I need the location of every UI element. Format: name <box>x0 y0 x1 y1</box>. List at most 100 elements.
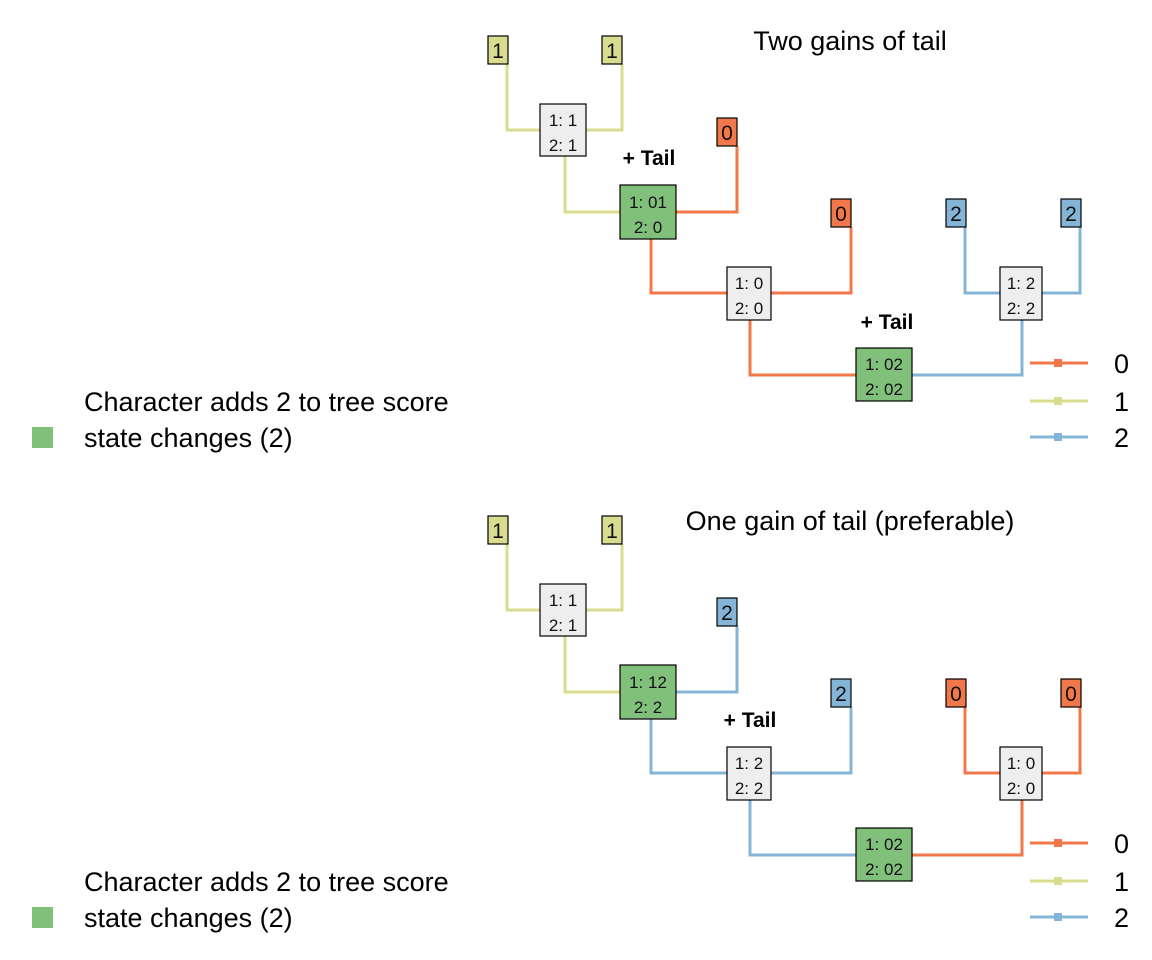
branch <box>586 64 624 132</box>
branch <box>748 320 856 377</box>
branch <box>563 636 620 694</box>
svg-text:1: 2: 1: 2 <box>735 754 763 773</box>
branch <box>771 707 853 775</box>
svg-text:2: 1: 2: 1 <box>549 616 577 635</box>
branch <box>912 320 1024 377</box>
svg-text:2: 2: 2: 2 <box>634 698 662 717</box>
svg-text:2: 0: 2: 0 <box>1007 779 1035 798</box>
leaf: 0 <box>716 117 738 147</box>
score-label: Character adds 2 to tree score state cha… <box>32 867 449 933</box>
branch <box>912 800 1024 857</box>
leaf: 2 <box>945 198 967 228</box>
svg-text:1: 1 <box>492 520 504 543</box>
branch <box>748 800 856 857</box>
svg-text:0: 0 <box>835 203 847 226</box>
svg-text:state changes (2): state changes (2) <box>84 903 293 933</box>
svg-text:2: 2: 2: 2 <box>735 779 763 798</box>
svg-text:2: 2 <box>835 683 847 706</box>
svg-text:0: 0 <box>950 683 962 706</box>
panel-2-title: One gain of tail (preferable) <box>686 506 1015 536</box>
svg-text:1: 0: 1: 0 <box>1007 754 1035 773</box>
svg-text:1: 1: 1: 1 <box>549 111 577 130</box>
svg-text:0: 0 <box>1065 683 1077 706</box>
branch <box>586 544 624 612</box>
node: 1: 02 2: 02 <box>855 827 913 882</box>
svg-text:1: 1 <box>1114 387 1129 417</box>
svg-text:2: 2 <box>950 203 962 226</box>
node: 1: 1 2: 1 <box>539 583 587 637</box>
svg-text:1: 1 <box>606 520 618 543</box>
svg-text:1: 12: 1: 12 <box>629 673 667 692</box>
node: 1: 1 2: 1 <box>539 103 587 157</box>
svg-text:2: 2 <box>1065 203 1077 226</box>
svg-text:Character adds 2 to tree score: Character adds 2 to tree score <box>84 867 449 897</box>
leaf: 2 <box>830 678 852 708</box>
leaf: 1 <box>487 35 509 65</box>
leaf: 1 <box>601 515 623 545</box>
score-label: Character adds 2 to tree score state cha… <box>32 387 449 453</box>
gain-annotation: + Tail <box>623 147 676 170</box>
svg-text:1: 1 <box>606 40 618 63</box>
svg-text:2: 02: 2: 02 <box>865 860 903 879</box>
leaf: 1 <box>487 515 509 545</box>
node: 1: 2 2: 2 <box>999 266 1043 321</box>
gain-annotation: + Tail <box>724 709 777 732</box>
svg-text:state changes (2): state changes (2) <box>84 423 293 453</box>
svg-text:1: 01: 1: 01 <box>629 193 667 212</box>
svg-text:1: 1 <box>1114 867 1129 897</box>
svg-text:2: 0: 2: 0 <box>735 299 763 318</box>
score-swatch <box>32 907 53 928</box>
svg-text:2: 02: 2: 02 <box>865 380 903 399</box>
branch <box>1042 707 1082 775</box>
leaf: 0 <box>830 198 852 228</box>
svg-text:1: 2: 1: 2 <box>1007 274 1035 293</box>
panel-1: Two gains of tail 1 1 0 <box>32 26 1129 453</box>
node: 1: 01 2: 0 <box>619 184 677 240</box>
node: 1: 02 2: 02 <box>855 347 913 402</box>
svg-text:0: 0 <box>1114 349 1129 379</box>
score-swatch <box>32 427 53 448</box>
panel-2: One gain of tail (preferable) 1 1 2 <box>32 506 1129 933</box>
branch <box>505 544 540 612</box>
legend-item: 0 <box>1030 829 1129 859</box>
legend-item: 0 <box>1030 349 1129 379</box>
svg-text:1: 0: 1: 0 <box>735 274 763 293</box>
svg-text:1: 02: 1: 02 <box>865 835 903 854</box>
svg-text:2: 2 <box>721 602 733 625</box>
svg-text:Character adds 2 to tree score: Character adds 2 to tree score <box>84 387 449 417</box>
svg-text:2: 2: 2: 2 <box>1007 299 1035 318</box>
branch <box>676 626 739 694</box>
branch <box>963 227 1000 295</box>
legend: 0 1 2 <box>1030 349 1129 453</box>
branch <box>505 64 540 132</box>
branch <box>563 155 620 214</box>
legend-item: 1 <box>1030 867 1129 897</box>
branch <box>676 146 739 214</box>
node: 1: 2 2: 2 <box>726 746 772 801</box>
branch <box>963 707 1000 775</box>
branch <box>649 239 727 295</box>
gain-annotation: + Tail <box>861 311 914 334</box>
branch <box>771 227 853 295</box>
node: 1: 0 2: 0 <box>726 266 772 321</box>
svg-text:0: 0 <box>721 122 733 145</box>
leaf: 2 <box>1060 198 1082 228</box>
svg-text:1: 02: 1: 02 <box>865 355 903 374</box>
leaf: 2 <box>716 597 738 627</box>
svg-text:2: 2 <box>1114 903 1129 933</box>
leaf: 0 <box>1060 678 1082 708</box>
svg-text:1: 1: 1: 1 <box>549 591 577 610</box>
svg-text:1: 1 <box>492 40 504 63</box>
legend-item: 2 <box>1030 903 1129 933</box>
svg-text:2: 2 <box>1114 423 1129 453</box>
panel-1-title: Two gains of tail <box>753 26 947 56</box>
legend-item: 2 <box>1030 423 1129 453</box>
leaf: 1 <box>601 35 623 65</box>
node: 1: 0 2: 0 <box>999 746 1043 801</box>
svg-text:0: 0 <box>1114 829 1129 859</box>
node: 1: 12 2: 2 <box>619 664 677 720</box>
legend: 0 1 2 <box>1030 829 1129 933</box>
svg-text:2: 0: 2: 0 <box>634 218 662 237</box>
branch <box>649 719 727 775</box>
